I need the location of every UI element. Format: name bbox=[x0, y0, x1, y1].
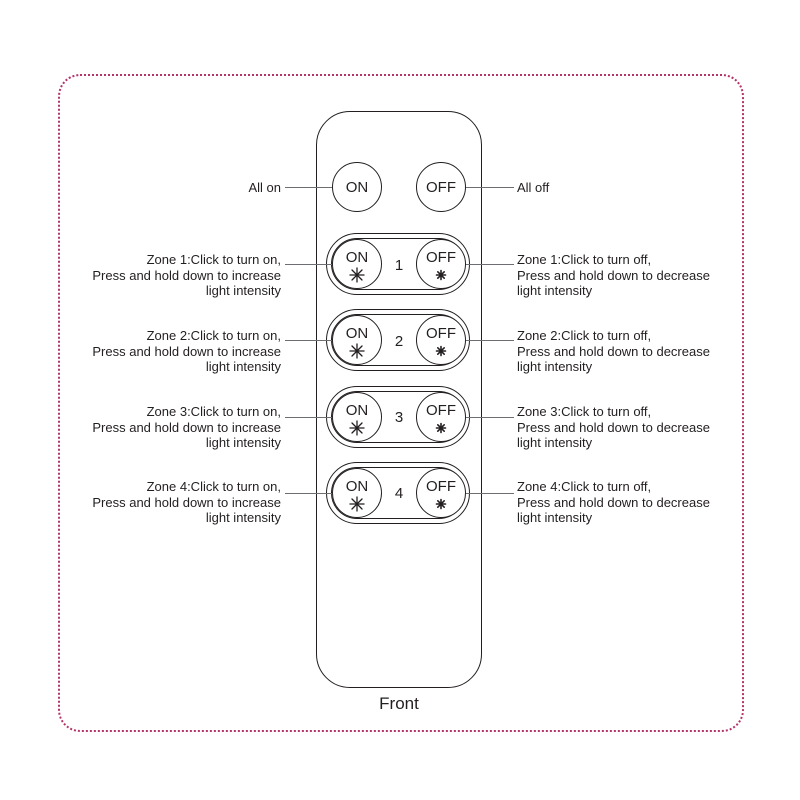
zone-1-off-label: OFF bbox=[426, 249, 456, 266]
zone-3-on-callout: Zone 3:Click to turn on, Press and hold … bbox=[92, 404, 281, 450]
small-asterisk-icon bbox=[435, 498, 447, 510]
zone-2-off-callout: Zone 2:Click to turn off, Press and hold… bbox=[517, 328, 710, 374]
large-asterisk-icon bbox=[349, 343, 365, 359]
zone-3-number: 3 bbox=[394, 409, 404, 426]
small-asterisk-icon bbox=[435, 345, 447, 357]
leader-line-all-on bbox=[285, 187, 332, 188]
zone-2-on-button[interactable]: ON bbox=[332, 315, 382, 365]
small-asterisk-icon bbox=[435, 422, 447, 434]
zone-1-off-callout: Zone 1:Click to turn off, Press and hold… bbox=[517, 252, 710, 298]
zone-4-number: 4 bbox=[394, 485, 404, 502]
zone-4-on-button[interactable]: ON bbox=[332, 468, 382, 518]
zone-3-off-callout: Zone 3:Click to turn off, Press and hold… bbox=[517, 404, 710, 450]
all-on-button[interactable]: ON bbox=[332, 162, 382, 212]
zone-2-on-callout: Zone 2:Click to turn on, Press and hold … bbox=[92, 328, 281, 374]
zone-1-on-callout: Zone 1:Click to turn on, Press and hold … bbox=[92, 252, 281, 298]
all-off-callout: All off bbox=[517, 180, 550, 195]
zone-4-on-label: ON bbox=[345, 478, 369, 495]
large-asterisk-icon bbox=[349, 420, 365, 436]
zone-3-off-button[interactable]: OFF bbox=[416, 392, 466, 442]
all-on-button-label: ON bbox=[345, 179, 369, 196]
large-asterisk-icon bbox=[349, 496, 365, 512]
zone-1-number: 1 bbox=[394, 257, 404, 274]
all-on-callout: All on bbox=[248, 180, 281, 195]
leader-line-all-off bbox=[466, 187, 514, 188]
leader-line-zone-1-off bbox=[466, 264, 514, 265]
large-asterisk-icon bbox=[349, 267, 365, 283]
zone-4-on-callout: Zone 4:Click to turn on, Press and hold … bbox=[92, 479, 281, 525]
all-off-button-label: OFF bbox=[426, 179, 456, 196]
zone-2-number: 2 bbox=[394, 333, 404, 350]
zone-1-on-button[interactable]: ON bbox=[332, 239, 382, 289]
leader-line-zone-4-off bbox=[466, 493, 514, 494]
zone-3-on-label: ON bbox=[345, 402, 369, 419]
leader-line-zone-3-on bbox=[285, 417, 332, 418]
leader-line-zone-2-on bbox=[285, 340, 332, 341]
zone-3-on-button[interactable]: ON bbox=[332, 392, 382, 442]
zone-1-off-button[interactable]: OFF bbox=[416, 239, 466, 289]
zone-4-off-label: OFF bbox=[426, 478, 456, 495]
leader-line-zone-3-off bbox=[466, 417, 514, 418]
zone-2-off-button[interactable]: OFF bbox=[416, 315, 466, 365]
zone-3-off-label: OFF bbox=[426, 402, 456, 419]
zone-2-off-label: OFF bbox=[426, 325, 456, 342]
zone-2-on-label: ON bbox=[345, 325, 369, 342]
all-off-button[interactable]: OFF bbox=[416, 162, 466, 212]
small-asterisk-icon bbox=[435, 269, 447, 281]
diagram-frame bbox=[58, 74, 744, 732]
zone-4-off-button[interactable]: OFF bbox=[416, 468, 466, 518]
front-caption: Front bbox=[379, 694, 419, 713]
leader-line-zone-1-on bbox=[285, 264, 332, 265]
zone-4-off-callout: Zone 4:Click to turn off, Press and hold… bbox=[517, 479, 710, 525]
leader-line-zone-2-off bbox=[466, 340, 514, 341]
leader-line-zone-4-on bbox=[285, 493, 332, 494]
zone-1-on-label: ON bbox=[345, 249, 369, 266]
